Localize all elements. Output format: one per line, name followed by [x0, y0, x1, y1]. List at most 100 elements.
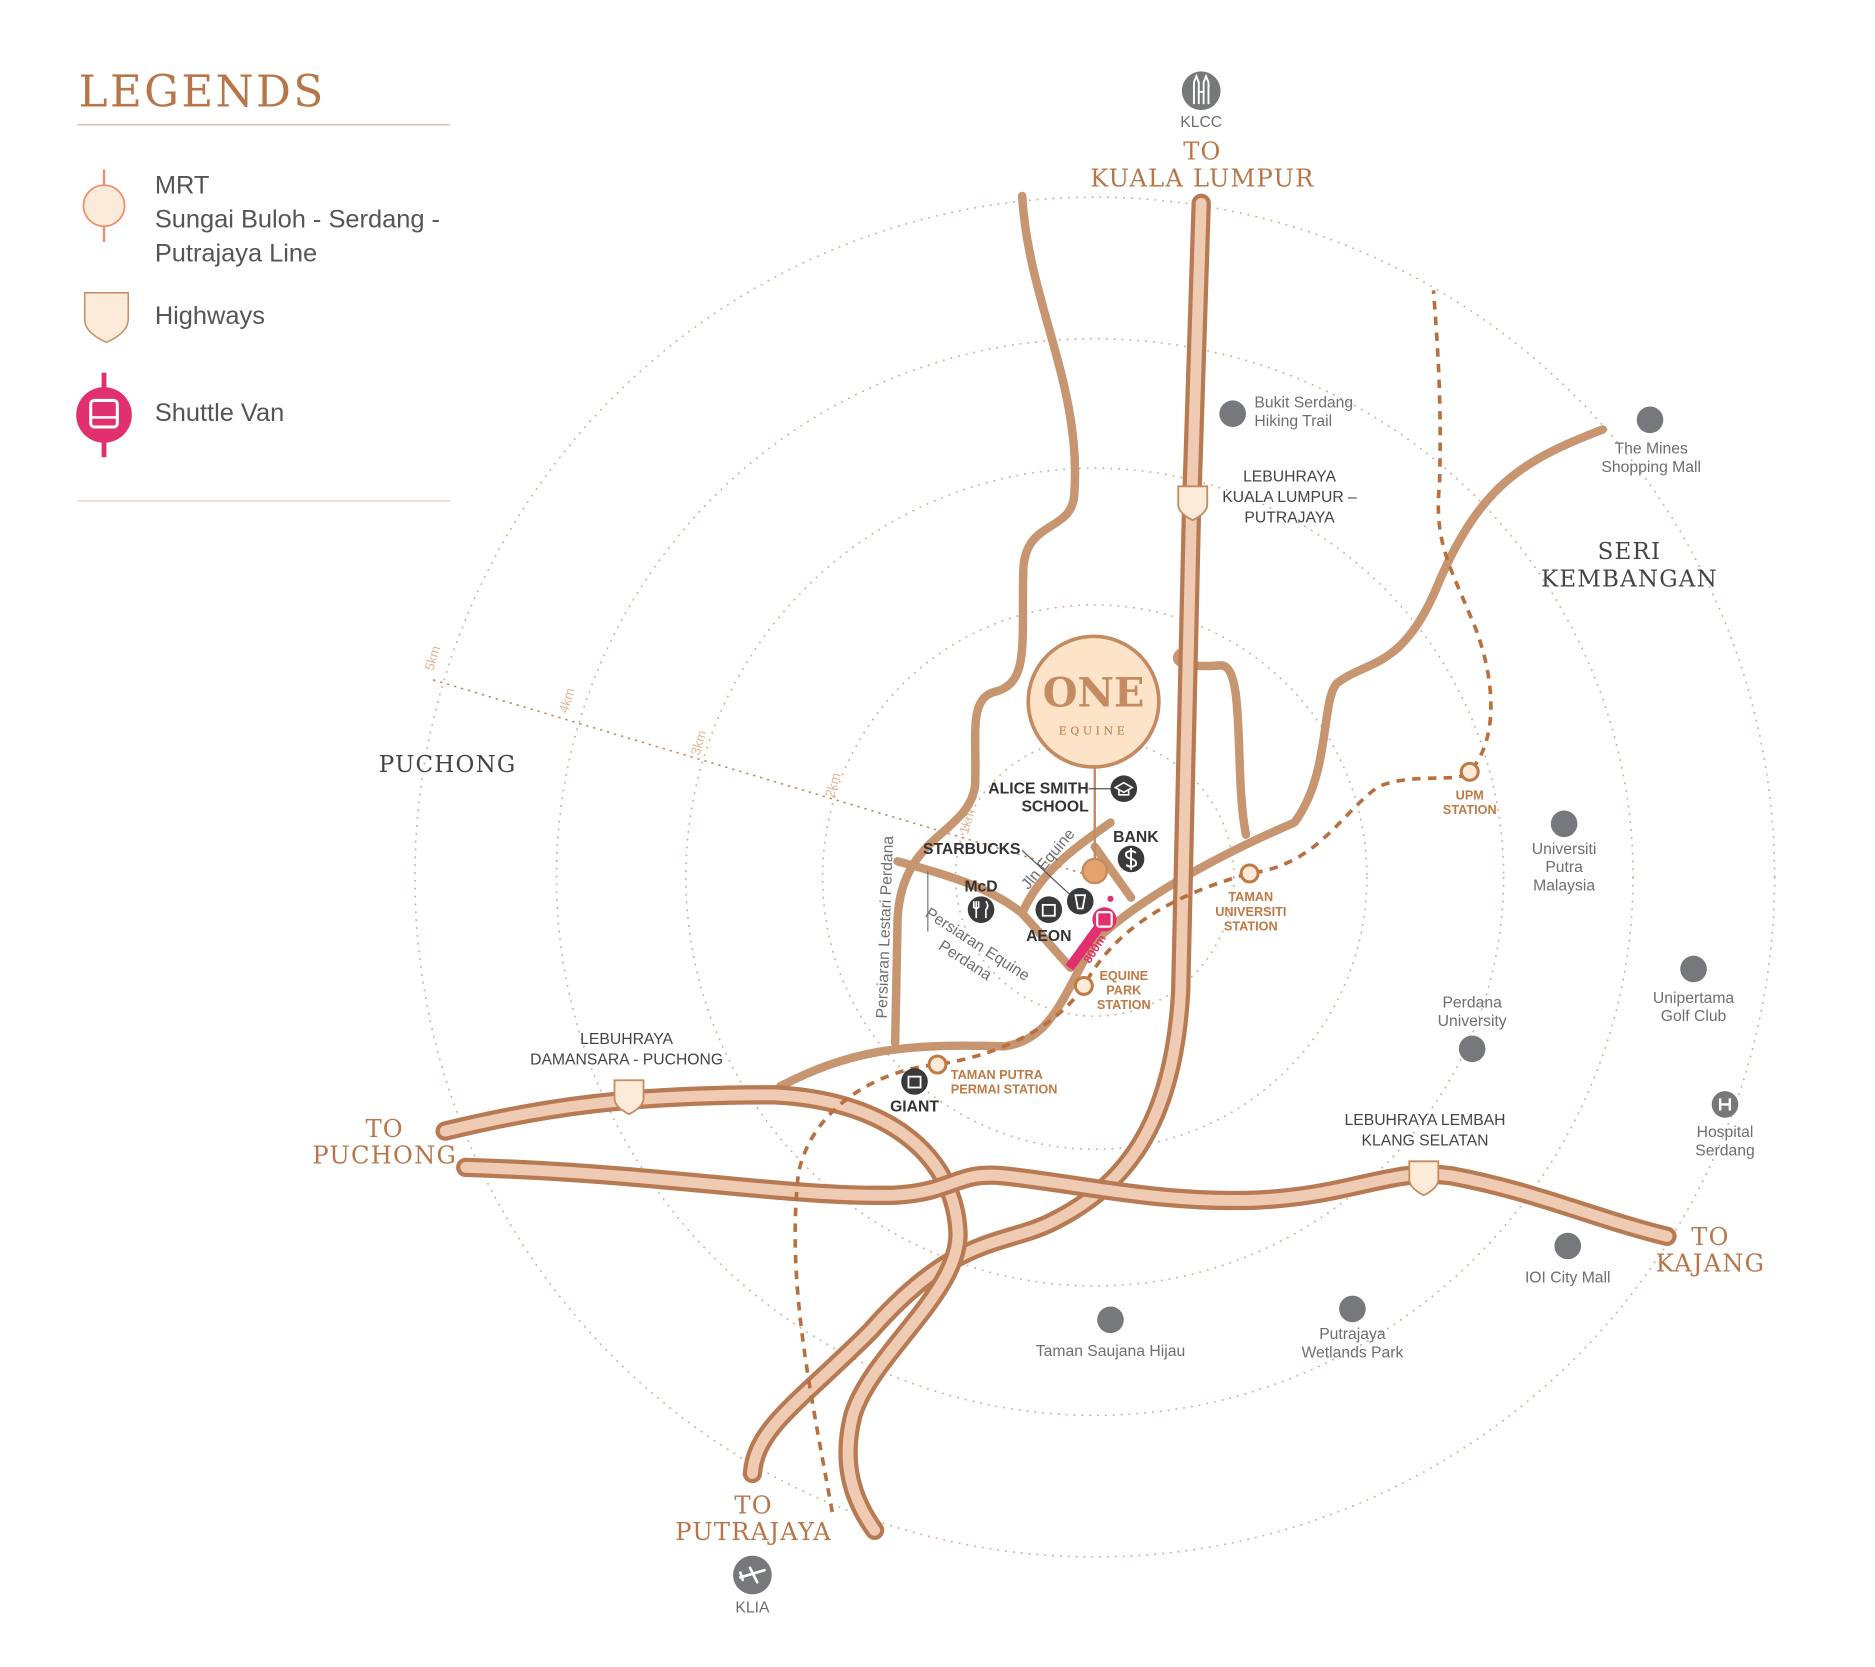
- map-label: Persiaran Lestari Perdana: [874, 835, 897, 1018]
- map-label: STARBUCKS: [923, 841, 1021, 858]
- map-label: PUCHONG: [312, 1142, 457, 1170]
- project-marker[interactable]: ONE EQUINE: [1026, 634, 1161, 885]
- map-label: STATION: [1224, 919, 1278, 933]
- map-label: KAJANG: [1656, 1249, 1765, 1277]
- local-labels: ALICE SMITH SCHOOL BANK STARBUCKS McD AE…: [874, 781, 1160, 1116]
- map-label: TO: [1691, 1223, 1729, 1251]
- legend-label-mrt-line: Putrajaya Line: [155, 239, 317, 267]
- map-label: KUALA LUMPUR: [1090, 164, 1314, 192]
- map-label: AEON: [1026, 928, 1071, 945]
- map-label: Hiking Trail: [1254, 413, 1332, 430]
- map-label: Jln Equine: [1018, 826, 1078, 893]
- map-label: Putrajaya: [1319, 1326, 1386, 1343]
- distance-rings: 1km 2km 3km 4km 5km: [414, 196, 1776, 1558]
- map-label: TAMAN: [1228, 890, 1273, 904]
- map-label: DAMANSARA - PUCHONG: [530, 1052, 723, 1069]
- map-label: BANK: [1113, 829, 1159, 846]
- map-label: Unipertama: [1653, 990, 1735, 1007]
- map-label: Shopping Mall: [1601, 459, 1701, 476]
- university-icon: [1458, 1035, 1486, 1063]
- map-label: University: [1438, 1013, 1507, 1030]
- map-label: Perdana: [1442, 995, 1502, 1012]
- brand-logo: ONE: [1043, 670, 1145, 716]
- map-label: McD: [964, 879, 997, 896]
- map-label: GIANT: [890, 1099, 939, 1116]
- map-label: EQUINE: [1099, 969, 1148, 983]
- map-label: TAMAN PUTRA: [951, 1068, 1043, 1082]
- map-label: KLANG SELATAN: [1362, 1133, 1489, 1150]
- klcc-towers-icon: [1181, 71, 1221, 111]
- map-label: STATION: [1443, 803, 1497, 817]
- map-label: ALICE SMITH: [988, 781, 1088, 798]
- mrt-station-icon: [82, 169, 126, 242]
- map-label: TO: [1183, 138, 1221, 166]
- station-labels: UPM STATION TAMAN UNIVERSITI STATION EQU…: [951, 789, 1497, 1097]
- map-label: LEBUHRAYA: [580, 1031, 673, 1048]
- map-label: KLIA: [735, 1600, 770, 1617]
- map-label: PUTRAJAYA: [675, 1518, 832, 1546]
- highway-labels: LEBUHRAYA KUALA LUMPUR – PUTRAJAYA LEBUH…: [530, 468, 1505, 1149]
- coffee-cup-icon: [1066, 887, 1094, 915]
- map-label: STATION: [1097, 998, 1151, 1012]
- map-label: KUALA LUMPUR –: [1222, 489, 1357, 506]
- trail-icon: [1219, 400, 1246, 428]
- map-label: PUCHONG: [379, 752, 517, 778]
- legend-label-mrt: MRT: [155, 172, 210, 200]
- map-label: Universiti: [1532, 841, 1597, 858]
- map-label: Putra: [1545, 859, 1583, 876]
- map-label: LEBUHRAYA LEMBAH: [1344, 1112, 1505, 1129]
- highway-shield-icon: [83, 292, 129, 344]
- shopping-bag-icon: [901, 1068, 928, 1095]
- highway-shield-icon: [1177, 485, 1209, 522]
- map-label: UNIVERSITI: [1215, 905, 1286, 919]
- shuttle-van-icon: [1096, 911, 1113, 928]
- ring-label-2km: 2km: [822, 771, 844, 799]
- shopping-mall-icon: [1554, 1232, 1582, 1260]
- map-label: Malaysia: [1533, 877, 1595, 894]
- map-label: LEBUHRAYA: [1243, 468, 1336, 485]
- university-icon: [1550, 810, 1578, 838]
- park-icon: [1339, 1295, 1366, 1323]
- map-label: TO: [365, 1115, 403, 1143]
- map-label: IOI City Mall: [1525, 1269, 1611, 1286]
- mrt-station-icon: [1459, 761, 1480, 782]
- mrt-line: [793, 290, 1493, 1513]
- school-icon: [1110, 775, 1138, 803]
- shuttle-van-icon: [76, 372, 132, 458]
- local-roads: [776, 191, 1608, 1091]
- map-label: KLCC: [1180, 114, 1222, 131]
- legend-label-shuttle: Shuttle Van: [155, 399, 284, 427]
- poi-icons: [733, 71, 1739, 1595]
- bank-icon: [1117, 845, 1145, 873]
- golf-icon: [1680, 955, 1707, 983]
- ring-label-3km: 3km: [688, 729, 710, 757]
- map-label: Taman Saujana Hijau: [1036, 1343, 1185, 1360]
- mrt-station-icon: [1239, 863, 1260, 884]
- map-label: Golf Club: [1661, 1008, 1727, 1025]
- poi-labels: KLCC Bukit Serdang Hiking Trail The Mine…: [735, 114, 1754, 1616]
- map-label: Wetlands Park: [1301, 1344, 1403, 1361]
- map-label: Bukit Serdang: [1254, 395, 1353, 412]
- mrt-station-icon: [927, 1054, 948, 1075]
- highway-shields: [613, 485, 1440, 1197]
- legend-label-highways: Highways: [155, 302, 265, 330]
- highway-shield-icon: [1408, 1160, 1440, 1197]
- park-icon: [1097, 1306, 1124, 1334]
- highway-shield-icon: [613, 1079, 645, 1116]
- map-label: TO: [734, 1491, 772, 1519]
- mrt-station-icon: [1073, 975, 1094, 996]
- direction-labels: TO KUALA LUMPUR TO PUCHONG TO PUTRAJAYA …: [312, 138, 1765, 1546]
- brand-sub: EQUINE: [1059, 724, 1129, 737]
- map-label: Hospital: [1697, 1124, 1754, 1141]
- legend-label-mrt-line: Sungai Buloh - Serdang -: [155, 205, 440, 233]
- map-label: PERMAI STATION: [951, 1083, 1058, 1097]
- restaurant-icon: [967, 896, 995, 924]
- map-label: PUTRAJAYA: [1244, 510, 1335, 527]
- map-label: The Mines: [1615, 441, 1689, 458]
- local-pois: [901, 775, 1145, 1095]
- map-label: SCHOOL: [1021, 799, 1089, 816]
- shopping-bag-icon: [1035, 896, 1063, 924]
- airplane-icon: [733, 1555, 772, 1595]
- mrt-stations: [927, 761, 1480, 1075]
